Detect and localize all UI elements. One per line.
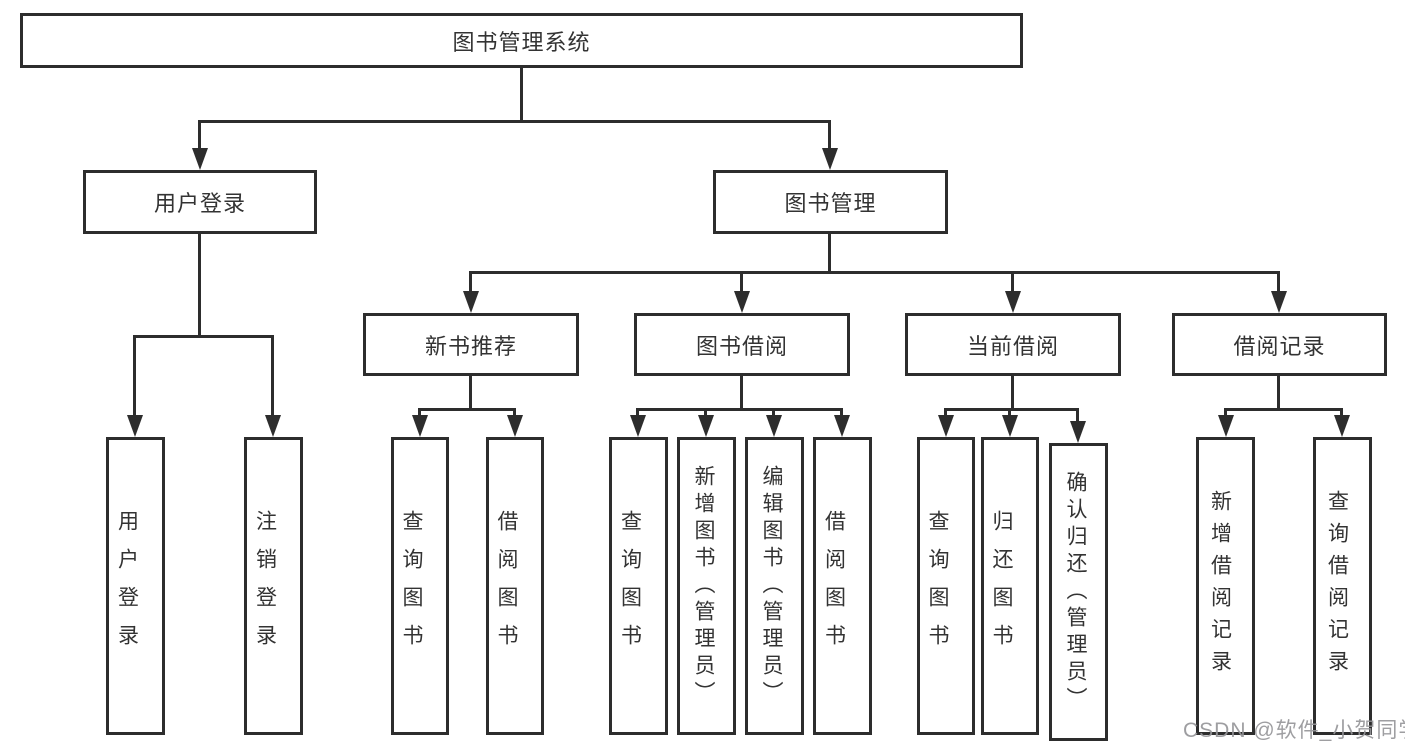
connector-vline xyxy=(740,376,743,411)
connector-vline xyxy=(944,408,947,418)
node-book-borrowing: 图书借阅 xyxy=(634,313,850,376)
node-book-management: 图书管理 xyxy=(713,170,948,234)
arrow-down-icon xyxy=(1271,291,1287,313)
arrow-down-icon xyxy=(938,415,954,437)
leaf-edit-books-admin: 编辑图书（管理员） xyxy=(745,437,804,735)
leaf-return-books: 归还图书 xyxy=(981,437,1039,735)
connector-vline xyxy=(1224,408,1227,418)
leaf-user-login: 用户登录 xyxy=(106,437,165,735)
connector-vline xyxy=(469,271,472,294)
connector-hline xyxy=(133,335,274,338)
arrow-down-icon xyxy=(834,415,850,437)
arrow-down-icon xyxy=(1070,421,1086,443)
connector-vline xyxy=(271,335,274,418)
arrow-down-icon xyxy=(1002,415,1018,437)
connector-vline xyxy=(198,234,201,337)
leaf-borrow-books-borrow: 借阅图书 xyxy=(813,437,872,735)
arrow-down-icon xyxy=(822,148,838,170)
connector-vline xyxy=(1340,408,1343,418)
leaf-query-books-current: 查询图书 xyxy=(917,437,975,735)
arrow-down-icon xyxy=(630,415,646,437)
connector-vline xyxy=(772,408,775,418)
connector-vline xyxy=(198,120,201,152)
leaf-borrow-books-recommend: 借阅图书 xyxy=(486,437,544,735)
connector-vline xyxy=(1011,376,1014,411)
node-borrowing-records: 借阅记录 xyxy=(1172,313,1387,376)
node-user-login: 用户登录 xyxy=(83,170,317,234)
leaf-query-books-recommend: 查询图书 xyxy=(391,437,449,735)
connector-vline xyxy=(513,408,516,418)
connector-vline xyxy=(1277,271,1280,294)
arrow-down-icon xyxy=(463,291,479,313)
leaf-query-books-borrow: 查询图书 xyxy=(609,437,668,735)
arrow-down-icon xyxy=(698,415,714,437)
arrow-down-icon xyxy=(412,415,428,437)
connector-vline xyxy=(520,68,523,122)
watermark: CSDN @软件_小贺同学 xyxy=(1183,719,1405,742)
connector-vline xyxy=(1277,376,1280,411)
arrow-down-icon xyxy=(766,415,782,437)
connector-hline xyxy=(418,408,516,411)
connector-hline xyxy=(469,271,1280,274)
arrow-down-icon xyxy=(507,415,523,437)
connector-vline xyxy=(828,234,831,274)
arrow-down-icon xyxy=(1005,291,1021,313)
leaf-confirm-return-admin: 确认归还（管理员） xyxy=(1049,443,1108,741)
connector-hline xyxy=(944,408,1079,411)
connector-vline xyxy=(1008,408,1011,418)
arrow-down-icon xyxy=(265,415,281,437)
node-new-book-recommendation: 新书推荐 xyxy=(363,313,579,376)
leaf-query-borrow-record: 查询借阅记录 xyxy=(1313,437,1372,735)
connector-vline xyxy=(636,408,639,418)
node-library-management-system: 图书管理系统 xyxy=(20,13,1023,68)
connector-vline xyxy=(418,408,421,418)
connector-vline xyxy=(840,408,843,418)
connector-vline xyxy=(1076,408,1079,424)
connector-vline xyxy=(469,376,472,411)
connector-vline xyxy=(828,120,831,152)
leaf-add-books-admin: 新增图书（管理员） xyxy=(677,437,736,735)
arrow-down-icon xyxy=(1334,415,1350,437)
connector-hline xyxy=(636,408,843,411)
connector-vline xyxy=(740,271,743,294)
node-current-borrowing: 当前借阅 xyxy=(905,313,1121,376)
connector-vline xyxy=(704,408,707,418)
arrow-down-icon xyxy=(734,291,750,313)
connector-vline xyxy=(1011,271,1014,294)
arrow-down-icon xyxy=(127,415,143,437)
arrow-down-icon xyxy=(192,148,208,170)
leaf-add-borrow-record: 新增借阅记录 xyxy=(1196,437,1255,735)
leaf-logout: 注销登录 xyxy=(244,437,303,735)
connector-hline xyxy=(1224,408,1343,411)
connector-vline xyxy=(133,335,136,418)
arrow-down-icon xyxy=(1218,415,1234,437)
connector-hline xyxy=(198,120,831,123)
